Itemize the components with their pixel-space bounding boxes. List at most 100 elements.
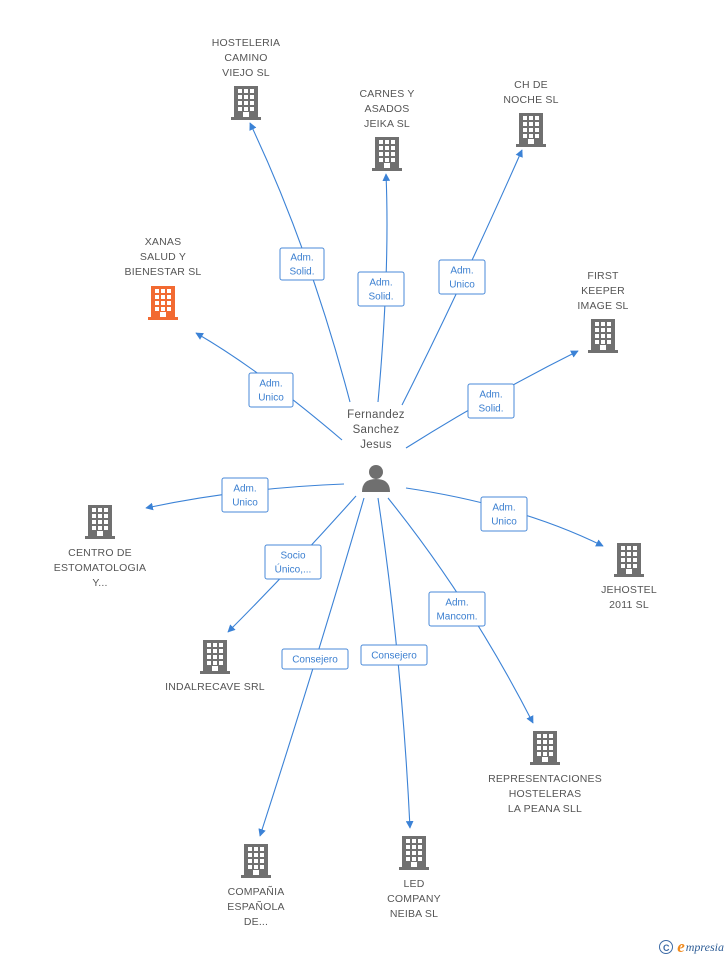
company-name-line: IMAGE SL bbox=[577, 300, 628, 312]
relation-label-text: Socio bbox=[280, 551, 305, 562]
relation-label-indalrecave[interactable]: SocioÚnico,... bbox=[264, 544, 322, 580]
company-name-line: DE... bbox=[244, 916, 268, 928]
company-node-compania[interactable]: COMPAÑIA ESPAÑOLA DE... bbox=[227, 844, 285, 928]
building-icon[interactable] bbox=[85, 505, 115, 539]
brand-e: e bbox=[677, 937, 685, 956]
company-node-carnes[interactable]: CARNES Y ASADOS JEIKA SL bbox=[359, 88, 414, 171]
relation-label-box bbox=[281, 648, 349, 670]
relation-label-box bbox=[264, 544, 322, 580]
building-icon[interactable] bbox=[241, 844, 271, 878]
company-name-line: VIEJO SL bbox=[222, 67, 270, 79]
company-name-line: JEHOSTEL bbox=[601, 584, 657, 596]
company-node-jehostel[interactable]: JEHOSTEL 2011 SL bbox=[601, 543, 657, 611]
relation-label-box bbox=[428, 591, 486, 627]
company-name-line: JEIKA SL bbox=[364, 118, 410, 130]
building-icon[interactable] bbox=[148, 286, 178, 320]
building-icon[interactable] bbox=[372, 137, 402, 171]
relation-label-text: Único,... bbox=[275, 563, 312, 576]
company-name-line: COMPANY bbox=[387, 893, 441, 905]
building-icon[interactable] bbox=[516, 113, 546, 147]
company-name-line: HOSTELERAS bbox=[509, 788, 582, 800]
company-node-centro[interactable]: CENTRO DE ESTOMATOLOGIA Y... bbox=[54, 505, 146, 589]
relation-label-box bbox=[480, 496, 528, 532]
relation-label-box bbox=[248, 372, 294, 408]
relation-label-text: Solid. bbox=[368, 292, 393, 303]
company-node-firstkeeper[interactable]: FIRST KEEPER IMAGE SL bbox=[577, 270, 628, 353]
company-name-line: FIRST bbox=[587, 270, 619, 282]
copyright-icon: C bbox=[659, 940, 674, 954]
relation-label-text: Consejero bbox=[292, 655, 338, 666]
empresia-logo[interactable]: C e mpresia bbox=[659, 937, 724, 956]
relation-label-compania[interactable]: Consejero bbox=[281, 648, 349, 670]
relation-label-text: Unico bbox=[232, 498, 258, 509]
relation-label-hosteleria[interactable]: Adm. Solid. bbox=[279, 247, 325, 281]
person-icon[interactable] bbox=[362, 465, 390, 492]
relation-label-text: Adm. bbox=[492, 503, 515, 514]
building-icon[interactable] bbox=[530, 731, 560, 765]
company-name-line: BIENESTAR SL bbox=[125, 266, 202, 278]
relation-label-text: Adm. bbox=[450, 266, 473, 277]
building-icon[interactable] bbox=[200, 640, 230, 674]
company-name-line: ESPAÑOLA bbox=[227, 900, 284, 913]
relation-label-text: Solid. bbox=[289, 267, 314, 278]
relation-label-text: Adm. bbox=[479, 390, 502, 401]
company-node-representaciones[interactable]: REPRESENTACIONES HOSTELERAS LA PEANA SLL bbox=[488, 731, 602, 815]
relation-label-firstkeeper[interactable]: Adm. Solid. bbox=[467, 383, 515, 419]
relation-label-carnes[interactable]: Adm. Solid. bbox=[357, 271, 405, 307]
company-name-line: NOCHE SL bbox=[503, 94, 558, 106]
person-name-line: Jesus bbox=[360, 439, 392, 451]
company-name-line: HOSTELERIA bbox=[212, 37, 281, 49]
company-name-line: NEIBA SL bbox=[390, 908, 438, 920]
relation-label-jehostel[interactable]: Adm. Unico bbox=[480, 496, 528, 532]
relation-label-text: Adm. bbox=[290, 253, 313, 264]
company-name-line: ASADOS bbox=[365, 103, 410, 115]
relation-label-text: Adm. bbox=[233, 484, 256, 495]
building-icon[interactable] bbox=[399, 836, 429, 870]
relation-label-chdenoche[interactable]: Adm.Unico bbox=[438, 259, 486, 295]
relation-label-text: Unico bbox=[491, 517, 517, 528]
relation-label-representaciones[interactable]: Adm.Mancom. bbox=[428, 591, 486, 627]
relation-label-text: Solid. bbox=[478, 404, 503, 415]
company-name-line: LED bbox=[403, 878, 424, 890]
company-name-line: CENTRO DE bbox=[68, 547, 132, 559]
relation-label-text: Consejero bbox=[371, 651, 417, 662]
company-node-xanas[interactable]: XANAS SALUD Y BIENESTAR SL bbox=[125, 236, 202, 320]
company-name-line: 2011 SL bbox=[609, 599, 649, 611]
company-name-line: REPRESENTACIONES bbox=[488, 773, 602, 785]
relation-label-text: Adm. bbox=[369, 278, 392, 289]
relation-label-box bbox=[357, 271, 405, 307]
company-name-line: XANAS bbox=[145, 236, 182, 248]
relation-label-box bbox=[360, 644, 428, 666]
relation-label-text: Adm. bbox=[445, 598, 468, 609]
company-node-indalrecave[interactable]: INDALRECAVE SRL bbox=[165, 640, 265, 693]
company-node-led[interactable]: LED COMPANY NEIBA SL bbox=[387, 836, 441, 920]
company-name-line: LA PEANA SLL bbox=[508, 803, 582, 815]
relation-label-box bbox=[467, 383, 515, 419]
nodes-layer: HOSTELERIA CAMINO VIEJO SL CARNES Y ASADOS JE… bbox=[54, 37, 657, 928]
company-node-hosteleria[interactable]: HOSTELERIA CAMINO VIEJO SL bbox=[212, 37, 281, 120]
company-name-line: SALUD Y bbox=[140, 251, 186, 263]
relation-label-box bbox=[438, 259, 486, 295]
person-name-line: Fernandez bbox=[347, 409, 405, 421]
brand-name: mpresia bbox=[685, 939, 724, 954]
company-name-line: CAMINO bbox=[224, 52, 267, 64]
company-name-line: ESTOMATOLOGIA bbox=[54, 562, 146, 574]
person-name-line: Sanchez bbox=[353, 424, 400, 436]
relation-label-centro[interactable]: Adm. Unico bbox=[221, 477, 269, 513]
building-icon[interactable] bbox=[614, 543, 644, 577]
company-name-line: Y... bbox=[92, 577, 107, 589]
relation-label-led[interactable]: Consejero bbox=[360, 644, 428, 666]
building-icon[interactable] bbox=[588, 319, 618, 353]
relation-label-text: Adm. bbox=[259, 379, 282, 390]
relation-label-xanas[interactable]: Adm. Unico bbox=[248, 372, 294, 408]
relation-label-text: Unico bbox=[258, 393, 284, 404]
building-icon[interactable] bbox=[231, 86, 261, 120]
company-name-line: COMPAÑIA bbox=[228, 885, 285, 898]
relation-label-box bbox=[221, 477, 269, 513]
company-name-line: CARNES Y bbox=[359, 88, 414, 100]
company-name-line: KEEPER bbox=[581, 285, 625, 297]
